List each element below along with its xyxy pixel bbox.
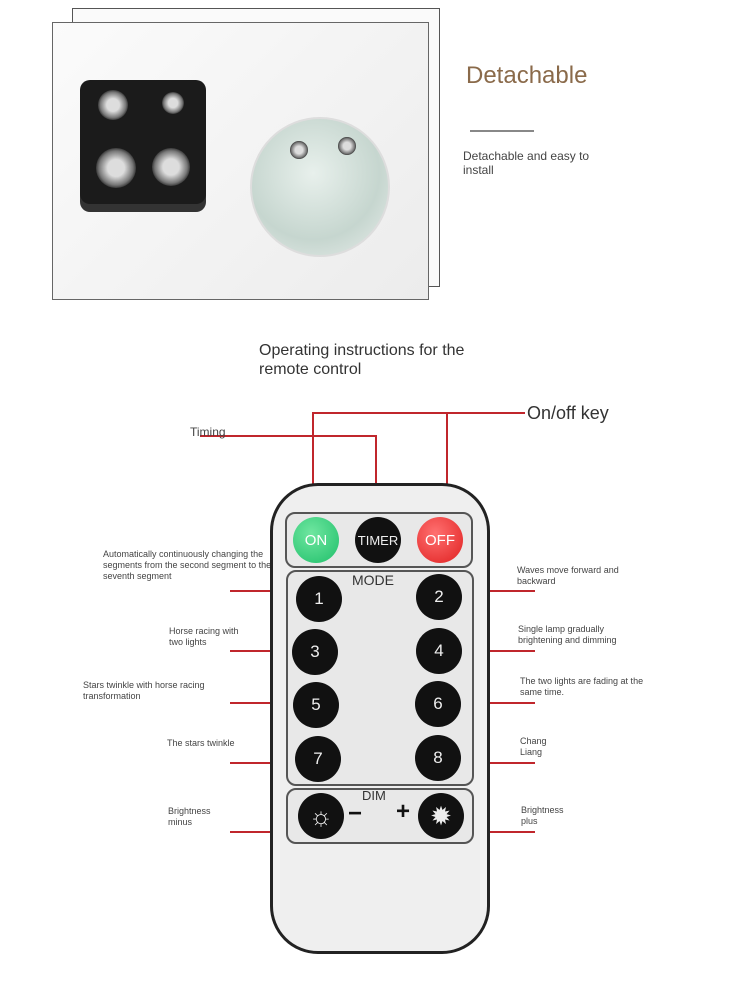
key5-label: Stars twinkle with horse racing transfor…: [83, 680, 205, 701]
key4-label: Single lamp gradually brightening and di…: [518, 624, 617, 645]
sun-filled-icon: ✹: [430, 800, 452, 831]
sun-outline-icon: ☼: [309, 800, 333, 831]
battery-cap: [250, 117, 390, 257]
on-button[interactable]: ON: [293, 517, 339, 563]
feature-title: Detachable: [466, 62, 588, 89]
key-4[interactable]: 4: [416, 628, 462, 674]
dim-panel: DIM ☼ − + ✹: [286, 788, 474, 844]
minus-sign: −: [348, 800, 363, 827]
key7-label: The stars twinkle: [167, 738, 235, 748]
onoff-label: On/off key: [527, 403, 609, 423]
battery-snap-connector: [80, 80, 206, 204]
key3-label: Horse racing with two lights: [169, 626, 239, 647]
key-6[interactable]: 6: [415, 681, 461, 727]
key6-label: The two lights are fading at the same ti…: [520, 676, 644, 697]
remote-control: ON TIMER OFF MODE 1 2 3 4 5 6 7 8 DIM ☼ …: [270, 483, 490, 954]
feature-description: Detachable and easy to install: [463, 149, 590, 177]
brightness-minus-button[interactable]: ☼: [298, 793, 344, 839]
off-button[interactable]: OFF: [417, 517, 463, 563]
key1-label: Automatically continuously changing the …: [103, 549, 272, 581]
timing-label: Timing: [190, 425, 226, 439]
instructions-title: Operating instructions for the remote co…: [259, 342, 465, 378]
plus-sign: +: [396, 798, 411, 825]
plus-label: Brightness plus: [521, 805, 564, 826]
key-1[interactable]: 1: [296, 576, 342, 622]
divider: [470, 130, 534, 132]
brightness-plus-button[interactable]: ✹: [418, 793, 464, 839]
key8-label: Chang Liang: [520, 736, 547, 757]
power-panel: ON TIMER OFF: [285, 512, 473, 568]
timer-button[interactable]: TIMER: [355, 517, 401, 563]
key2-label: Waves move forward and backward: [517, 565, 619, 586]
key-7[interactable]: 7: [295, 736, 341, 782]
key-3[interactable]: 3: [292, 629, 338, 675]
key-2[interactable]: 2: [416, 574, 462, 620]
key-8[interactable]: 8: [415, 735, 461, 781]
key-5[interactable]: 5: [293, 682, 339, 728]
mode-panel: MODE 1 2 3 4 5 6 7 8: [286, 570, 474, 786]
dim-label: DIM: [362, 788, 386, 803]
minus-label: Brightness minus: [168, 806, 211, 827]
mode-label: MODE: [352, 572, 394, 588]
